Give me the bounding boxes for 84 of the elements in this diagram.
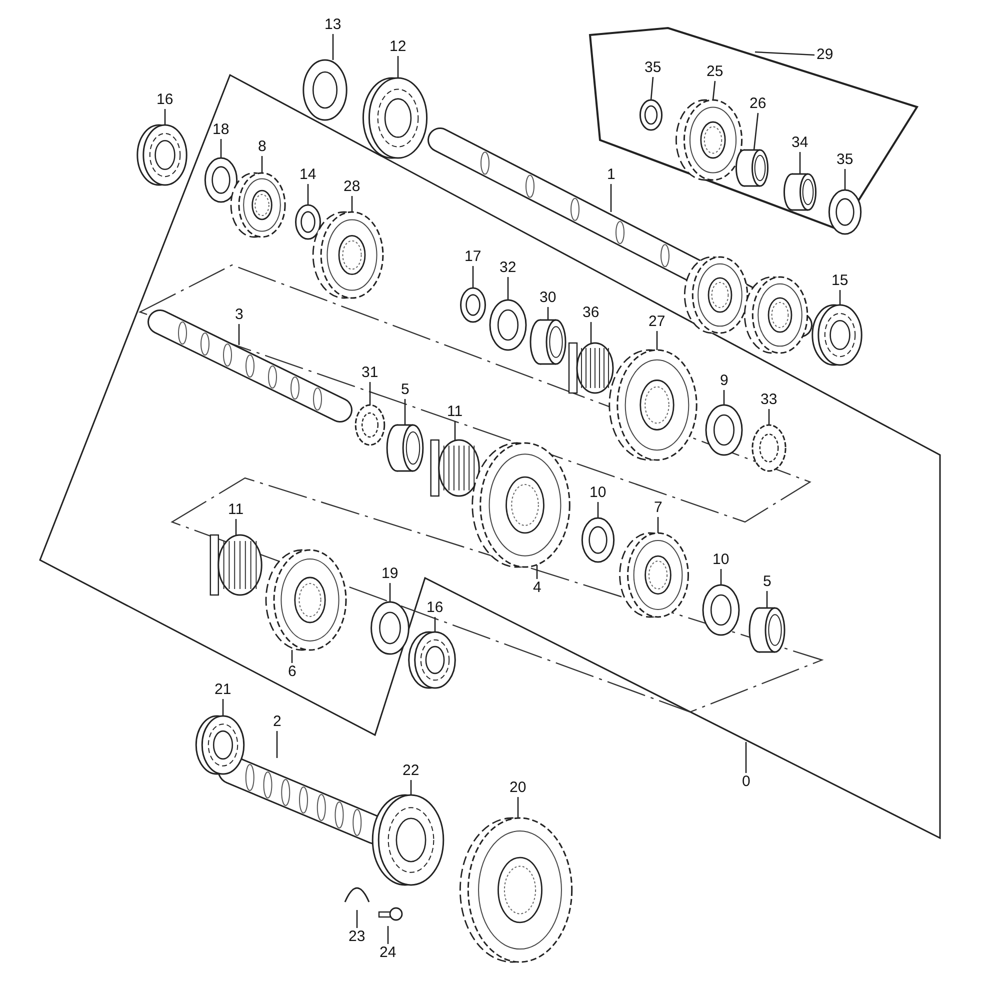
callout-number: 6 (288, 664, 296, 680)
callout-number: 0 (742, 774, 750, 790)
callout-number: 16 (156, 92, 174, 108)
leader-line (291, 650, 293, 663)
callout-number: 5 (763, 574, 772, 590)
leader-line (839, 290, 841, 305)
leader-line (723, 390, 725, 405)
leader-line (410, 780, 412, 795)
leader-line (547, 307, 549, 320)
leader-line (351, 196, 353, 212)
callout-number: 7 (654, 500, 662, 516)
leader-line (650, 76, 654, 100)
leader-line (610, 184, 612, 212)
callout-number: 21 (214, 682, 232, 698)
leader-line (238, 324, 240, 345)
leader-line (369, 382, 371, 405)
callout-number: 28 (344, 179, 360, 195)
leader-line (404, 399, 406, 425)
callout-number: 27 (648, 314, 666, 330)
callout-number: 22 (402, 763, 420, 779)
leader-line (590, 322, 592, 343)
callout-number: 9 (720, 373, 728, 389)
callout-number: 18 (212, 122, 230, 138)
leader-line (712, 80, 716, 100)
callout-number: 8 (258, 139, 266, 155)
leader-line (754, 51, 815, 56)
callout-number: 11 (447, 404, 463, 420)
callout-number: 4 (533, 580, 542, 596)
leader-line (332, 34, 334, 60)
leader-line (507, 277, 509, 300)
callout-number: 34 (792, 135, 808, 151)
callout-number: 33 (760, 392, 778, 408)
leader-line (799, 152, 801, 174)
callout-number: 24 (380, 945, 396, 961)
callout-number: 31 (362, 365, 378, 381)
leader-line (235, 519, 237, 535)
leader-line (387, 926, 389, 944)
leader-line (307, 184, 309, 205)
leader-line (222, 699, 224, 716)
callout-number: 35 (644, 60, 662, 76)
leader-line (164, 109, 166, 125)
callout-number: 16 (426, 600, 444, 616)
leader-line (434, 617, 436, 632)
callout-number: 10 (590, 485, 606, 501)
callout-number: 5 (401, 382, 410, 398)
leader-line (536, 565, 538, 579)
callout-number: 26 (750, 96, 766, 112)
leader-line (745, 742, 747, 773)
leader-line (844, 169, 846, 190)
callout-number: 2 (273, 714, 282, 730)
callout-number: 23 (348, 929, 366, 945)
callout-number: 36 (582, 305, 600, 321)
callout-number: 15 (832, 273, 848, 289)
callout-number: 13 (324, 17, 342, 33)
leader-line (753, 112, 759, 150)
leader-line (261, 156, 263, 173)
callout-number: 30 (540, 290, 556, 306)
leader-line (597, 502, 599, 518)
leader-line (454, 421, 456, 440)
callout-number: 11 (228, 502, 244, 518)
callout-number: 10 (712, 552, 730, 568)
leader-line (389, 583, 391, 602)
leader-line (768, 409, 770, 425)
callout-number: 29 (816, 47, 834, 63)
callout-number: 35 (836, 152, 854, 168)
leader-line (720, 569, 722, 585)
callout-number: 14 (300, 167, 316, 183)
callout-number: 20 (510, 780, 526, 796)
leader-line (766, 591, 768, 608)
leader-line (397, 56, 399, 78)
leader-line (656, 331, 658, 350)
leader-line (356, 910, 358, 928)
callout-number: 12 (390, 39, 406, 55)
leader-line (276, 731, 278, 758)
leader-line (472, 266, 474, 288)
callout-number: 1 (607, 167, 616, 183)
callout-number: 19 (382, 566, 398, 582)
callout-number: 32 (500, 260, 516, 276)
leader-line (220, 139, 222, 158)
leader-line (517, 797, 519, 818)
callout-number: 17 (464, 249, 482, 265)
callout-number: 25 (706, 64, 724, 80)
callout-number: 3 (235, 307, 244, 323)
leader-line (657, 517, 659, 533)
